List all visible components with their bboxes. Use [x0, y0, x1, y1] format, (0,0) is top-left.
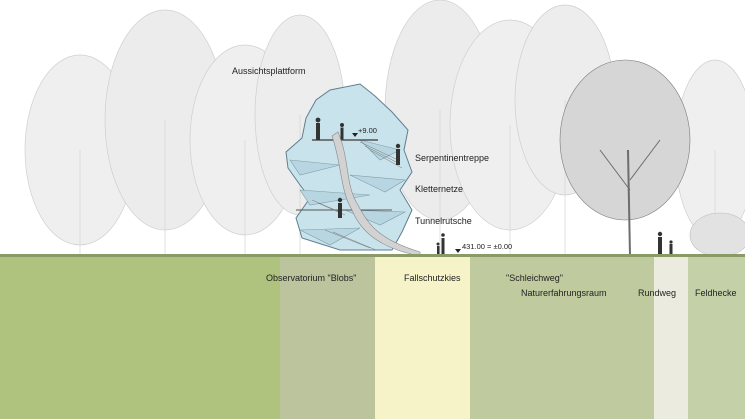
- level-marker-ground: [455, 249, 461, 253]
- label-kletternetze: Kletternetze: [415, 184, 464, 194]
- label-tunnelrutsche: Tunnelrutsche: [415, 216, 472, 226]
- hedge-shrub: [689, 212, 745, 258]
- zone-label-feldhecke: Feldhecke: [695, 288, 737, 298]
- zone-label-fallschutzkies: Fallschutzkies: [404, 273, 461, 283]
- level-label-ground: 431.00 = ±0.00: [462, 242, 513, 251]
- dark-tree: [559, 59, 691, 257]
- level-label-top: +9.00: [358, 126, 377, 135]
- zone-naturerfahrungsraum: [470, 256, 654, 419]
- zone-label-schleichweg: "Schleichweg": [506, 273, 563, 283]
- label-aussichtsplattform: Aussichtsplattform: [232, 66, 306, 76]
- zone-feldhecke: [688, 256, 745, 419]
- zone-label-naturerfahrungsraum: Naturerfahrungsraum: [521, 288, 607, 298]
- zone-observatorium: [280, 256, 375, 419]
- zone-label-observatorium: Observatorium "Blobs": [266, 273, 357, 283]
- observatorium-blobs-tower: [285, 83, 673, 257]
- level-marker-top: [352, 133, 358, 137]
- label-serpentinentreppe: Serpentinentreppe: [415, 153, 490, 163]
- zone-fallschutzkies: [375, 256, 470, 419]
- zone-label-rundweg: Rundweg: [638, 288, 677, 298]
- zone-ground-lawn: [0, 256, 280, 419]
- zone-rundweg: [654, 256, 688, 419]
- background-trees: [24, 0, 745, 255]
- ground-zones: [0, 254, 745, 419]
- ground-line: [0, 254, 745, 257]
